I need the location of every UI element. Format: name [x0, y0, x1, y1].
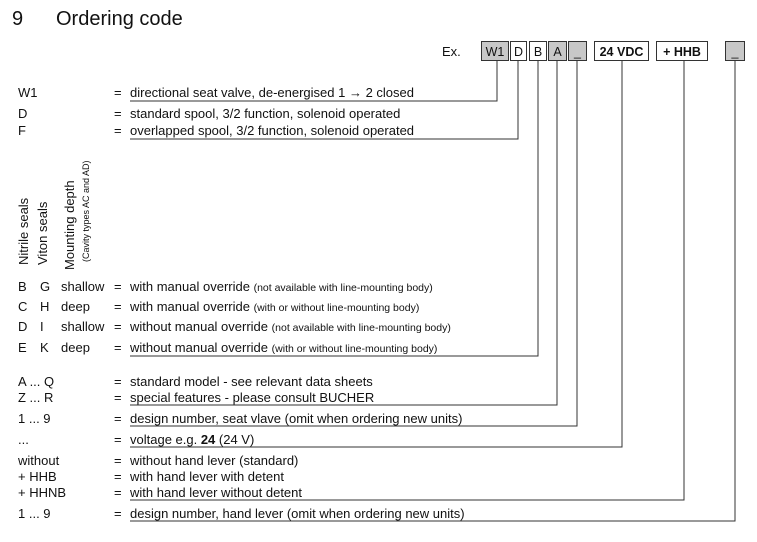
equals-sign: =	[114, 390, 122, 405]
code-box-lever-design: _	[725, 41, 745, 61]
equals-sign: =	[114, 469, 122, 484]
code-w1: W1	[18, 85, 38, 100]
desc-design-seat: design number, seat vlave (omit when ord…	[130, 411, 463, 426]
code-d: D	[18, 106, 28, 121]
code-box-model: A	[548, 41, 567, 61]
override-desc: with manual override (with or without li…	[130, 299, 420, 314]
code-box-hand-lever: + HHB	[656, 41, 708, 61]
header-viton-seals: Viton seals	[35, 201, 50, 265]
mounting-depth: deep	[61, 299, 90, 314]
mounting-depth: shallow	[61, 319, 105, 334]
code-design-seat: 1 ... 9	[18, 411, 51, 426]
equals-sign: =	[114, 319, 122, 334]
equals-sign: =	[114, 279, 122, 294]
code-no-lever: without	[18, 453, 60, 468]
code-hhnb: + HHNB	[18, 485, 67, 500]
desc-hhnb: with hand lever without detent	[130, 485, 302, 500]
code-box-spool: D	[510, 41, 527, 61]
desc-voltage: voltage e.g. 24 (24 V)	[130, 432, 255, 447]
code-f: F	[18, 123, 26, 138]
section-number: 9	[12, 8, 24, 30]
code-voltage: ...	[18, 432, 29, 447]
desc-d: standard spool, 3/2 function, solenoid o…	[130, 106, 401, 121]
voltage-value: 24	[200, 432, 216, 447]
equals-sign: =	[114, 453, 122, 468]
code-design-lever: 1 ... 9	[18, 506, 51, 521]
equals-sign: =	[114, 411, 122, 426]
code-box-design: _	[568, 41, 587, 61]
mounting-depth: deep	[61, 340, 90, 355]
equals-sign: =	[114, 506, 122, 521]
mounting-depth: shallow	[61, 279, 105, 294]
example-prefix: Ex.	[442, 44, 461, 59]
equals-sign: =	[114, 374, 122, 389]
desc-model-standard: standard model - see relevant data sheet…	[130, 374, 373, 389]
code-nitrile: C	[18, 299, 28, 314]
desc-hhb: with hand lever with detent	[130, 469, 284, 484]
code-nitrile: E	[18, 340, 27, 355]
equals-sign: =	[114, 299, 122, 314]
override-note: (with or without line-mounting body)	[271, 343, 438, 355]
code-viton: I	[40, 319, 44, 334]
equals-sign: =	[114, 485, 122, 500]
equals-sign: =	[114, 106, 122, 121]
header-nitrile-seals: Nitrile seals	[16, 197, 31, 265]
override-note: (not available with line-mounting body)	[271, 322, 451, 334]
code-nitrile: D	[18, 319, 28, 334]
code-nitrile: B	[18, 279, 27, 294]
code-viton: K	[40, 340, 49, 355]
code-hhb: + HHB	[18, 469, 57, 484]
equals-sign: =	[114, 340, 122, 355]
code-model-standard: A ... Q	[18, 374, 55, 389]
code-box-override: B	[529, 41, 547, 61]
section-title: Ordering code	[56, 8, 183, 30]
code-box-w1: W1	[481, 41, 509, 61]
equals-sign: =	[114, 123, 122, 138]
override-note: (not available with line-mounting body)	[253, 282, 433, 294]
desc-model-special: special features - please consult BUCHER	[130, 390, 375, 405]
code-box-voltage: 24 VDC	[594, 41, 649, 61]
override-desc: with manual override (not available with…	[130, 279, 433, 294]
override-desc: without manual override (not available w…	[130, 319, 451, 334]
equals-sign: =	[114, 432, 122, 447]
desc-w1: directional seat valve, de-energised 1 →…	[130, 85, 414, 100]
code-viton: G	[40, 279, 51, 294]
override-desc: without manual override (with or without…	[130, 340, 438, 355]
desc-no-lever: without hand lever (standard)	[130, 453, 299, 468]
header-mounting-note: (Cavity types AC and AD)	[81, 160, 91, 262]
code-viton: H	[40, 299, 50, 314]
override-note: (with or without line-mounting body)	[253, 302, 420, 314]
desc-f: overlapped spool, 3/2 function, solenoid…	[130, 123, 415, 138]
header-mounting-depth: Mounting depth	[62, 180, 77, 270]
desc-design-lever: design number, hand lever (omit when ord…	[130, 506, 465, 521]
equals-sign: =	[114, 85, 122, 100]
code-model-special: Z ... R	[18, 390, 54, 405]
